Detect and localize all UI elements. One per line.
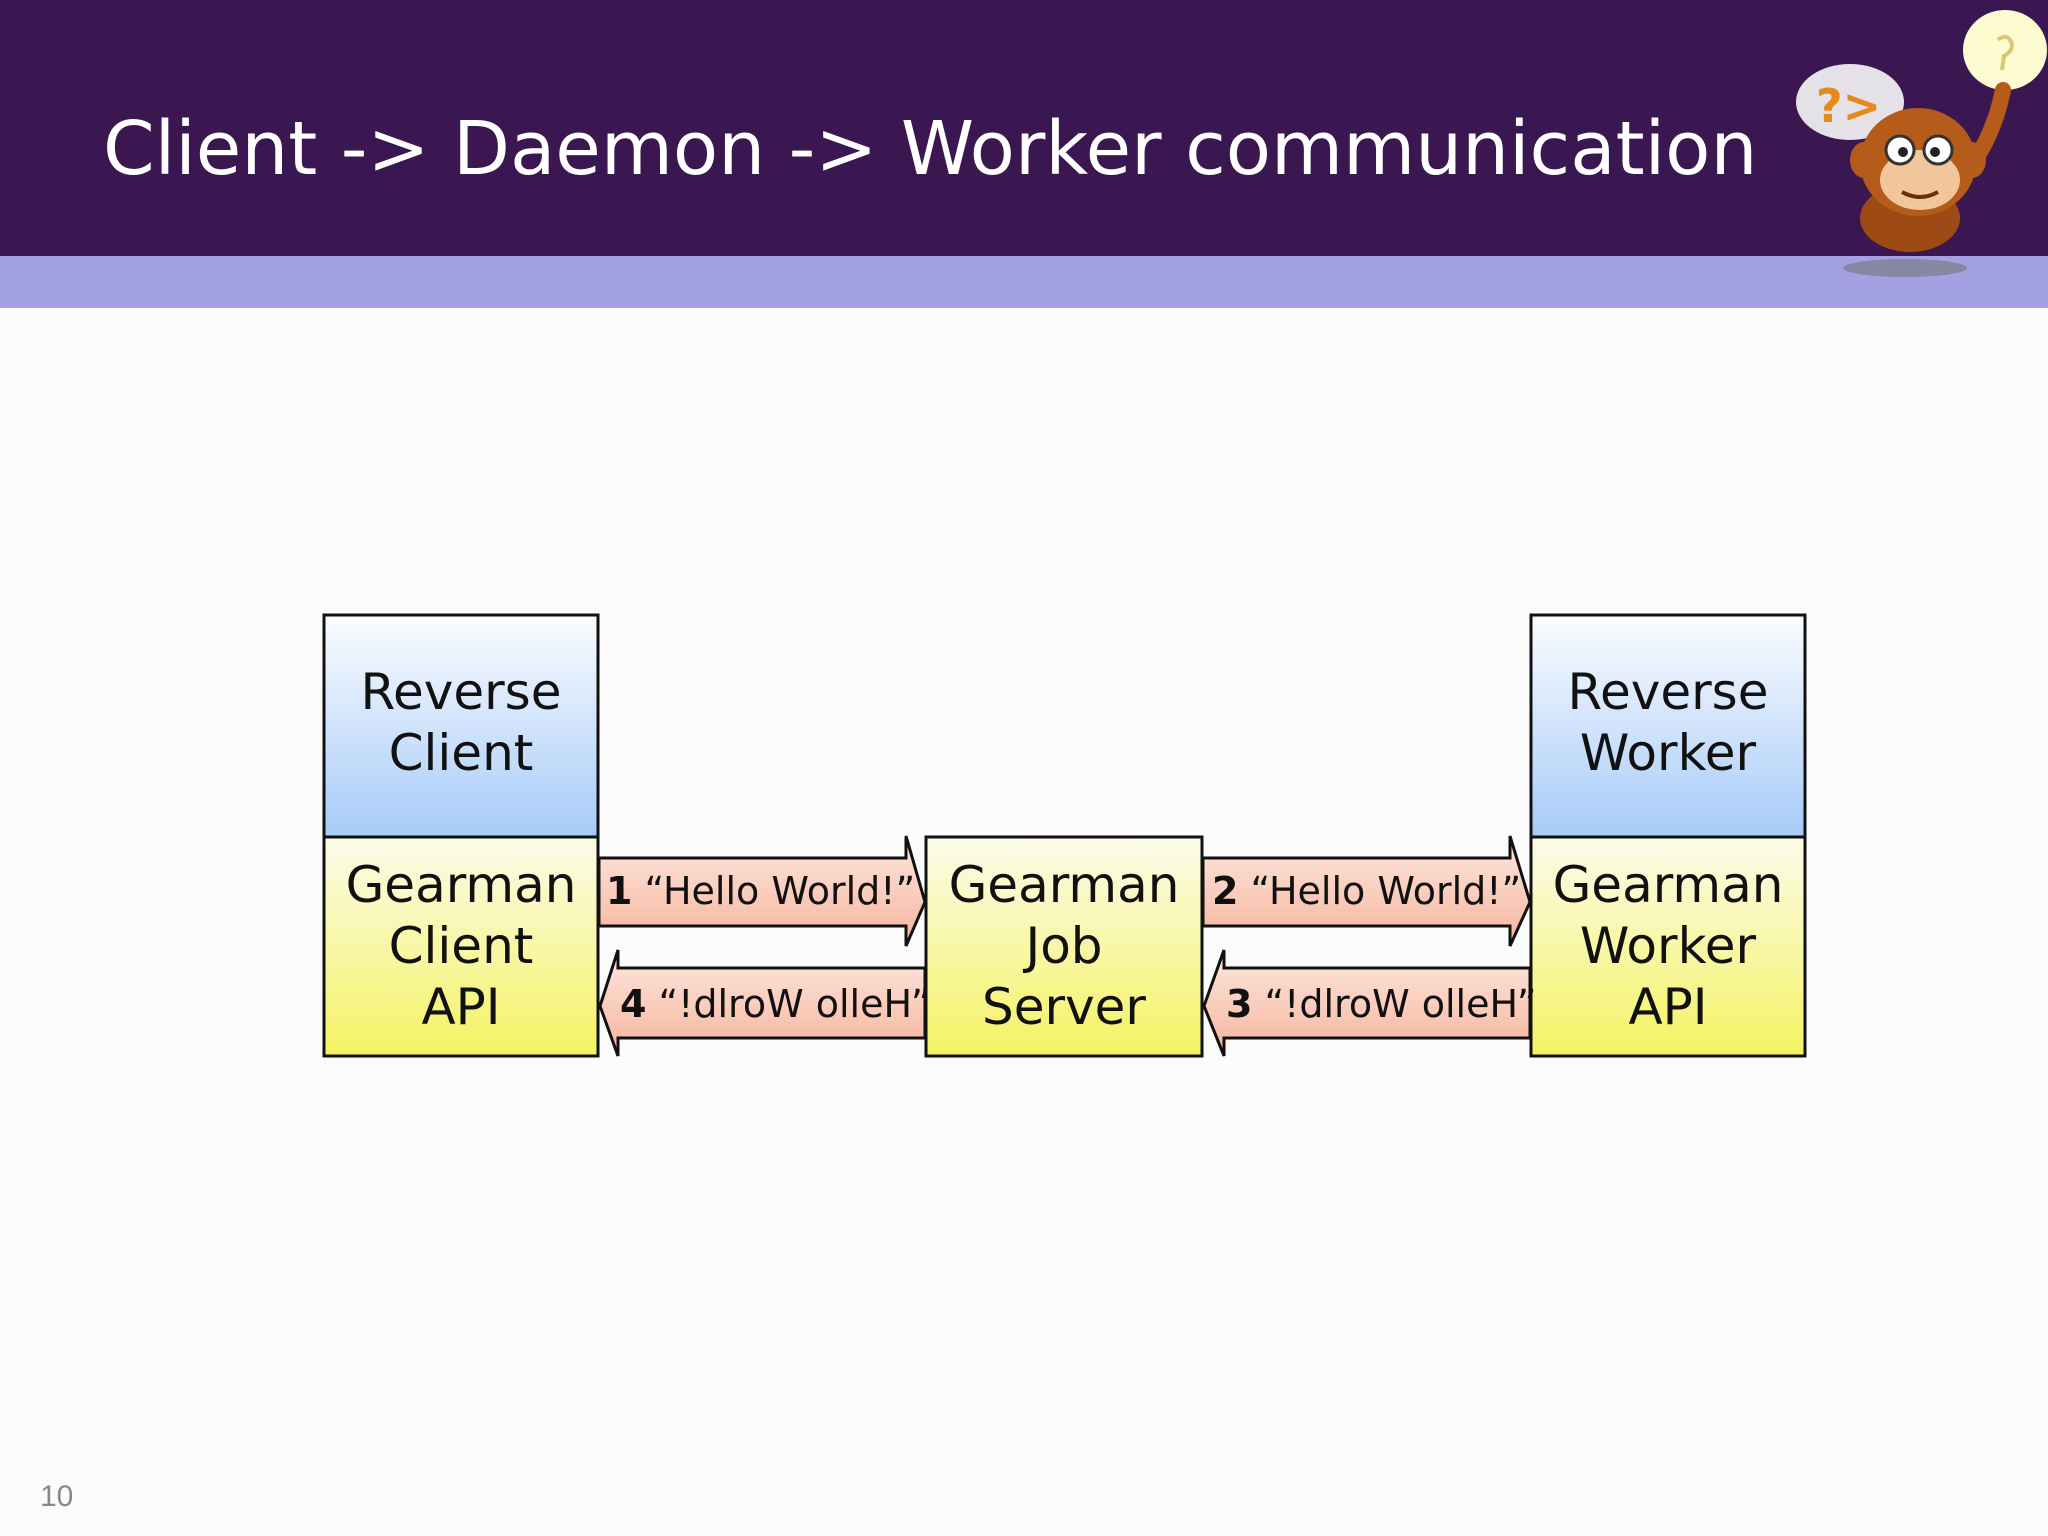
communication-diagram — [322, 613, 1807, 1058]
gearman-job-server-label: Gearman Job Server — [948, 856, 1180, 1036]
reverse-worker-label: Reverse Worker — [1567, 663, 1769, 782]
arrow-step-3 — [1202, 949, 1532, 1057]
slide-title: Client -> Daemon -> Worker communication — [103, 106, 1758, 192]
svg-text:?>: ?> — [1816, 79, 1881, 133]
monkey-mascot-icon: ?> — [1796, 10, 2047, 277]
gearman-worker-api-box — [1529, 835, 1807, 1058]
gearman-client-api-label: Gearman Client API — [345, 856, 577, 1036]
arrow-step-2-label: 2“Hello World!” — [1212, 869, 1522, 913]
arrow-step-2 — [1201, 835, 1532, 947]
gearman-client-api-box — [322, 835, 600, 1058]
reverse-client-label: Reverse Client — [360, 663, 562, 782]
arrow-step-1 — [597, 835, 927, 947]
gearman-job-server-box — [924, 835, 1204, 1058]
page-number: 10 — [40, 1480, 74, 1513]
arrow-step-4-label: 4“!dlroW olleH” — [620, 982, 931, 1026]
arrow-step-4 — [598, 949, 927, 1057]
reverse-worker-box — [1529, 613, 1807, 839]
arrow-step-1-label: 1“Hello World!” — [606, 869, 916, 913]
title-bar — [0, 0, 2048, 256]
arrow-step-3-label: 3“!dlroW olleH” — [1226, 982, 1537, 1026]
header-stripe — [0, 256, 2048, 308]
reverse-client-box — [322, 613, 600, 839]
gearman-worker-api-label: Gearman Worker API — [1552, 856, 1784, 1036]
